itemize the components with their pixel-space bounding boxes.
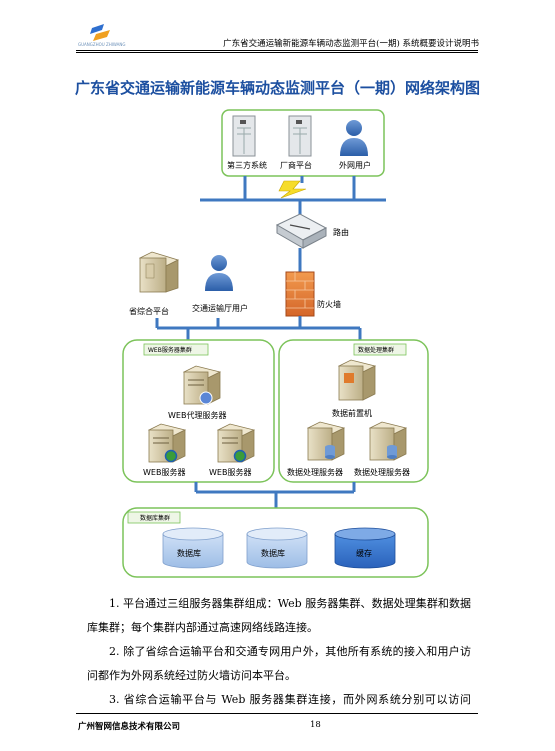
web-server-2-label: WEB服务器 [209,467,251,477]
lightning-icon [278,180,307,199]
db-connectors [194,482,356,508]
provincial-platform-server-icon [138,251,180,293]
header-rule [76,50,478,51]
logo-caption: GUANGZHOU ZHIWANG [78,42,126,47]
data-frontend-server-icon [337,359,377,401]
third-party-label: 第三方系统 [227,160,267,170]
database-1-icon [162,527,224,569]
db-cluster-label: 数据库集群 [140,514,170,522]
dept-user-label: 交通运输厅用户 [192,303,248,313]
data-server-2-icon [368,421,408,461]
data-server-2-label: 数据处理服务器 [354,467,410,477]
web-proxy-label: WEB代理服务器 [168,410,226,420]
footer-rule [76,713,478,714]
database-1-label: 数据库 [177,548,201,558]
web-cluster-label: WEB服务器集群 [148,346,192,354]
database-2-label: 数据库 [261,548,285,558]
header-rule-thin [76,52,478,53]
web-server-1-icon [147,423,187,463]
database-2-icon [246,527,308,569]
data-cluster-tag [353,343,407,356]
web-cluster-tag [143,343,209,356]
web-server-2-icon [216,423,256,463]
data-cluster-label: 数据处理集群 [358,346,394,354]
router-label: 路由 [333,227,349,237]
data-frontend-label: 数据前置机 [332,408,372,418]
third-party-rack-icon [232,115,256,157]
firewall-icon [285,271,315,317]
web-proxy-server-icon [182,365,222,405]
external-user-icon [340,120,368,156]
manufacturer-label: 厂商平台 [280,160,312,170]
data-server-1-icon [306,421,346,461]
web-server-1-label: WEB服务器 [143,467,185,477]
footer-company: 广州智网信息技术有限公司 [78,722,181,732]
cache-label: 缓存 [356,548,372,558]
company-logo [90,24,110,41]
db-cluster-tag [127,511,181,524]
external-connectors [200,176,386,202]
figure-title: 广东省交通运输新能源车辆动态监测平台（一期）网络架构图 [74,79,480,97]
paragraph-1: 1. 平台通过三组服务器集群组成：Web 服务器集群、数据处理集群和数据库集群；… [87,597,471,634]
external-user-label: 外网用户 [339,160,371,170]
platform-connectors [155,316,362,340]
data-server-1-label: 数据处理服务器 [287,467,343,477]
manufacturer-rack-icon [288,115,312,157]
dept-user-icon [205,255,233,291]
cache-icon [334,527,396,569]
firewall-label: 防火墙 [317,299,341,309]
network-diagram: 第三方系统 厂商平台 外网用户 路由 [122,109,429,578]
provincial-platform-label: 省综合平台 [129,306,169,316]
router-icon [275,213,328,249]
page-number: 18 [310,720,321,730]
paragraph-3: 3. 省综合运输平台与 Web 服务器集群连接，而外网系统分别可以访问 Web [109,693,471,706]
paragraph-2: 2. 除了省综合运输平台和交通专网用户外，其他所有系统的接入和用户访问都作为外网… [87,645,471,682]
header-title: 广东省交通运输新能源车辆动态监测平台(一期) 系统概要设计说明书 [223,39,479,49]
